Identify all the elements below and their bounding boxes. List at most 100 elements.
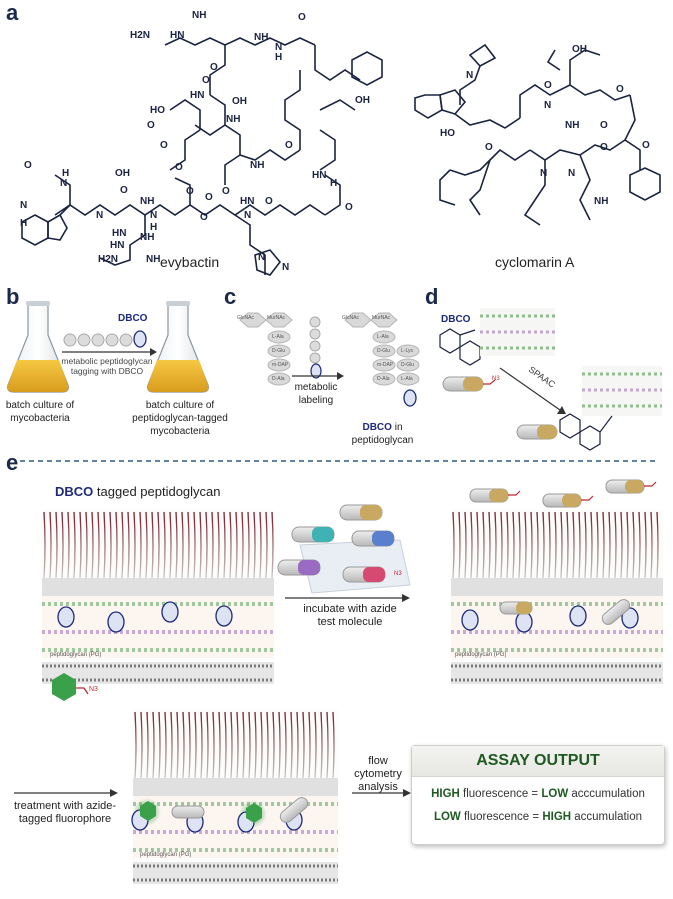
lipid-tails	[134, 711, 335, 779]
azide-label-d: N3	[492, 376, 500, 382]
atom-label: NH	[192, 10, 207, 21]
dbco-label-b: DBCO	[118, 313, 148, 324]
atom-label: H	[330, 178, 338, 189]
assay-row2-a: LOW	[433, 811, 461, 823]
stem-label: L-Ala	[377, 334, 389, 340]
dbco-in-pg-caption: DBCO in peptidoglycan	[345, 421, 420, 447]
atom-label: N	[150, 210, 158, 221]
stem-label: D-Ala	[377, 376, 390, 382]
atom-label: N	[60, 178, 68, 189]
atom-label: H	[275, 52, 283, 63]
atom-label: O	[120, 185, 128, 196]
atom-label: HN	[190, 90, 205, 101]
atom-label: N	[282, 262, 290, 273]
atom-label: O	[147, 120, 155, 131]
metabolic-tagging-label: metabolic peptidoglycan tagging with DBC…	[61, 356, 153, 376]
atom-label: O	[642, 140, 650, 151]
atom-label: HN	[110, 240, 125, 251]
atom-label: HN	[240, 196, 255, 207]
fluorophore-icon	[52, 673, 76, 701]
metabolic-labeling-label: metabolic labeling	[294, 382, 338, 406]
atom-label: O	[24, 160, 32, 171]
atom-label: O	[186, 186, 194, 197]
assay-row2-b: fluorescence =	[463, 811, 540, 823]
stem-label: D-Glu	[272, 348, 286, 354]
assay-title: ASSAY OUTPUT	[412, 746, 664, 777]
dbco-bead-chain	[63, 330, 147, 348]
atom-label: H2N	[130, 30, 151, 41]
atom-label: N	[540, 168, 548, 179]
assay-row1-a: HIGH	[431, 788, 460, 800]
fluorophore-linker	[76, 687, 89, 695]
assay-row2-d: accumulation	[574, 811, 643, 823]
atom-labels: H2N NH HN NH O N H O OH HO O HN O NH O O…	[0, 0, 673, 280]
crosslink-label: L-Ala	[401, 376, 413, 382]
assay-output-box: ASSAY OUTPUT HIGH fluorescence = LOW acc…	[411, 745, 665, 845]
atom-label: N	[20, 200, 28, 211]
cyclomarin-structure	[414, 43, 661, 226]
atom-label: O	[202, 75, 210, 86]
stem-label: D-Ala	[272, 376, 285, 382]
atom-label: NH	[140, 196, 155, 207]
membrane-d-bottom	[582, 366, 662, 416]
atom-label: H2N	[98, 254, 119, 265]
triazole-product	[559, 413, 613, 451]
atom-label: O	[600, 142, 608, 153]
pg-unit-right	[344, 312, 420, 386]
atom-label: O	[175, 162, 183, 173]
dbco-word-e: DBCO	[55, 484, 94, 499]
murnac-label: MurNAc	[372, 315, 391, 321]
atom-label: OH	[355, 95, 370, 106]
pg-label-tr: peptidoglycan (PG)	[455, 652, 507, 658]
treatment-label: treatment with azide-tagged fluorophore	[13, 800, 117, 825]
pg-label-tl: peptidoglycan (PG)	[50, 652, 102, 658]
atom-label: OH	[115, 168, 130, 179]
assay-row-2: LOW fluorescence = HIGH accumulation	[412, 811, 664, 823]
stem-label: m-DAP	[377, 362, 394, 368]
lipid-tails	[452, 511, 659, 579]
pg-label-bottom: peptidoglycan (PG)	[140, 852, 192, 858]
atom-label: H	[150, 222, 158, 233]
atom-label: N	[244, 210, 252, 221]
murnac-label: MurNAc	[267, 315, 286, 321]
atom-label: NH	[254, 32, 269, 43]
pg-probe	[309, 316, 322, 379]
stem-label: D-Glu	[377, 348, 391, 354]
pg-caption-rest: in peptidoglycan	[351, 422, 414, 446]
envelope-bottom	[131, 710, 338, 884]
glcnac-label: GlcNAc	[237, 315, 254, 321]
atom-label: OH	[232, 96, 247, 107]
atom-label: H	[20, 218, 28, 229]
crosslink-label: L-Lys	[401, 348, 414, 354]
atom-label: N	[96, 210, 104, 221]
pg-unit-left	[239, 312, 293, 386]
capsule-d-product	[516, 424, 558, 440]
flask-right	[147, 301, 209, 393]
atom-label: O	[265, 196, 273, 207]
atom-label: O	[210, 62, 218, 73]
assay-row-1: HIGH fluorescence = LOW acccumulation	[412, 788, 664, 800]
atom-label: O	[485, 142, 493, 153]
azide-label-fluor: N3	[89, 686, 98, 693]
right-flask-caption: batch culture of peptidoglycan-tagged my…	[132, 400, 228, 437]
flow-cytometry-label: flow cytometry analysis	[354, 755, 402, 793]
stem-label: m-DAP	[272, 362, 289, 368]
atom-label: N	[544, 100, 552, 111]
atom-label: HO	[150, 105, 165, 116]
atom-label: HN	[112, 228, 127, 239]
atom-label: O	[285, 140, 293, 151]
lipid-tails	[43, 511, 274, 579]
dbco-caption-word: DBCO	[362, 422, 392, 433]
atom-label: O	[222, 186, 230, 197]
atom-label: HN	[170, 30, 185, 41]
atom-label: NH	[250, 160, 265, 171]
atom-label: NH	[594, 196, 609, 207]
evybactin-label: evybactin	[160, 254, 220, 270]
floating-capsules	[469, 479, 657, 508]
atom-label: O	[200, 212, 208, 223]
atom-label: N	[466, 70, 474, 81]
atom-label: H	[62, 168, 70, 179]
flask-left	[7, 301, 69, 393]
e-title: DBCO tagged peptidoglycan	[55, 484, 221, 499]
